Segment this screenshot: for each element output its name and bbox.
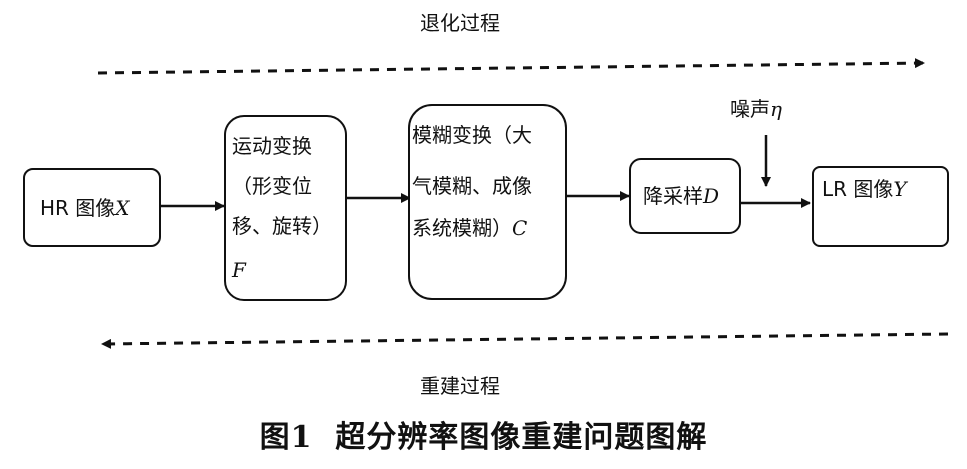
hr-image-label: HR 图像X bbox=[40, 191, 130, 225]
downsample-text: 降采样 bbox=[643, 184, 703, 208]
blur-symbol: C bbox=[512, 216, 528, 240]
noise-text: 噪声 bbox=[730, 97, 770, 121]
lr-image-label: LR 图像Y bbox=[822, 172, 907, 206]
figure-caption: 图1 超分辨率图像重建问题图解 bbox=[0, 418, 967, 458]
blur-line-3-text: 系统模糊） bbox=[412, 216, 512, 240]
noise-symbol: η bbox=[770, 97, 782, 121]
reconstruction-dashed-arrow bbox=[101, 332, 949, 349]
blur-line-1: 模糊变换（大 bbox=[412, 123, 532, 147]
lr-image-text: LR 图像 bbox=[822, 177, 894, 201]
lr-image-box: LR 图像Y bbox=[812, 166, 949, 247]
hr-image-symbol: X bbox=[115, 196, 130, 220]
motion-transform-box: 运动变换 （形变位 移、旋转） F bbox=[224, 115, 347, 301]
motion-symbol: F bbox=[232, 258, 246, 282]
motion-line-1: 运动变换 bbox=[232, 134, 312, 158]
figure-number: 图1 bbox=[259, 420, 313, 455]
lr-image-symbol: Y bbox=[893, 177, 907, 201]
degradation-label: 退化过程 bbox=[420, 11, 500, 35]
figure-title: 超分辨率图像重建问题图解 bbox=[335, 420, 708, 455]
downsample-symbol: D bbox=[703, 184, 720, 208]
blur-line-2: 气模糊、成像 bbox=[412, 174, 532, 198]
motion-line-3: 移、旋转） bbox=[232, 214, 332, 238]
motion-line-2: （形变位 bbox=[232, 174, 312, 198]
downsample-label: 降采样D bbox=[643, 179, 719, 213]
hr-image-box: HR 图像X bbox=[23, 168, 161, 247]
noise-label: 噪声η bbox=[730, 96, 782, 122]
hr-image-text: HR 图像 bbox=[40, 196, 116, 220]
blur-transform-box: 模糊变换（大 气模糊、成像 系统模糊）C bbox=[408, 104, 567, 300]
blur-line-3: 系统模糊）C bbox=[412, 211, 527, 245]
downsample-box: 降采样D bbox=[629, 158, 741, 234]
reconstruction-label: 重建过程 bbox=[420, 374, 500, 398]
degradation-dashed-arrow bbox=[97, 58, 925, 75]
